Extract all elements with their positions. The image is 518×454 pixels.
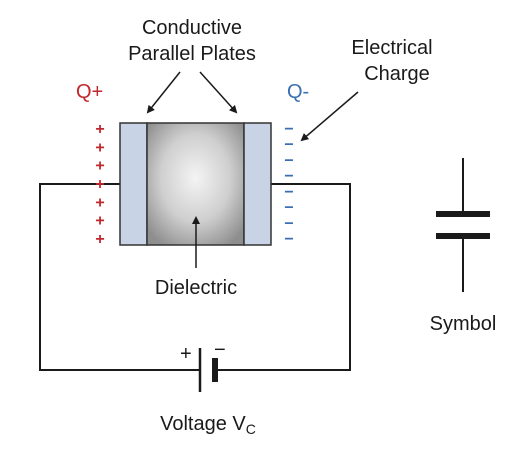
voltage-label: Voltage VC [160,413,256,437]
annotation-arrows [146,71,359,268]
plus-charge-4: + [95,194,104,211]
plus-charge-1: + [95,139,104,156]
plus-charge-6: + [95,231,104,248]
battery-plus-label: + [180,343,192,365]
plus-charge-0: + [95,121,104,138]
negative-charges: −−−−−−−− [284,121,293,248]
charge-label-line2: Charge [364,63,430,85]
charge-label-line1: Electrical [351,37,432,59]
right-plate [243,122,272,246]
battery-minus-label: − [214,339,226,361]
symbol-label: Symbol [430,313,497,335]
plates-label-line1: Conductive [142,17,242,39]
minus-charge-1: − [284,137,293,154]
right-wire [215,183,351,371]
battery-icon [198,348,218,392]
plus-charge-3: + [95,176,104,193]
minus-charge-4: − [284,184,293,201]
minus-charge-5: − [284,200,293,217]
positive-charges: +++++++ [95,121,104,248]
q-minus-label: Q- [287,81,309,103]
circuit-wires [39,183,351,371]
voltage-label-sub: C [246,421,256,437]
plus-charge-2: + [95,158,104,175]
capacitor-symbol-icon [436,158,490,292]
arrow-to-left-plate [146,71,181,114]
q-plus-label: Q+ [76,81,103,103]
plates-label-line2: Parallel Plates [128,43,256,65]
left-wire [39,183,200,371]
dielectric-label: Dielectric [155,277,237,299]
arrow-to-right-plate [199,71,238,114]
arrow-to-charges [300,91,359,142]
left-plate [119,122,148,246]
minus-charge-7: − [284,231,293,248]
minus-charge-3: − [284,168,293,185]
minus-charge-6: − [284,215,293,232]
voltage-label-main: Voltage V [160,413,246,435]
minus-charge-0: − [284,121,293,138]
plus-charge-5: + [95,213,104,230]
minus-charge-2: − [284,152,293,169]
